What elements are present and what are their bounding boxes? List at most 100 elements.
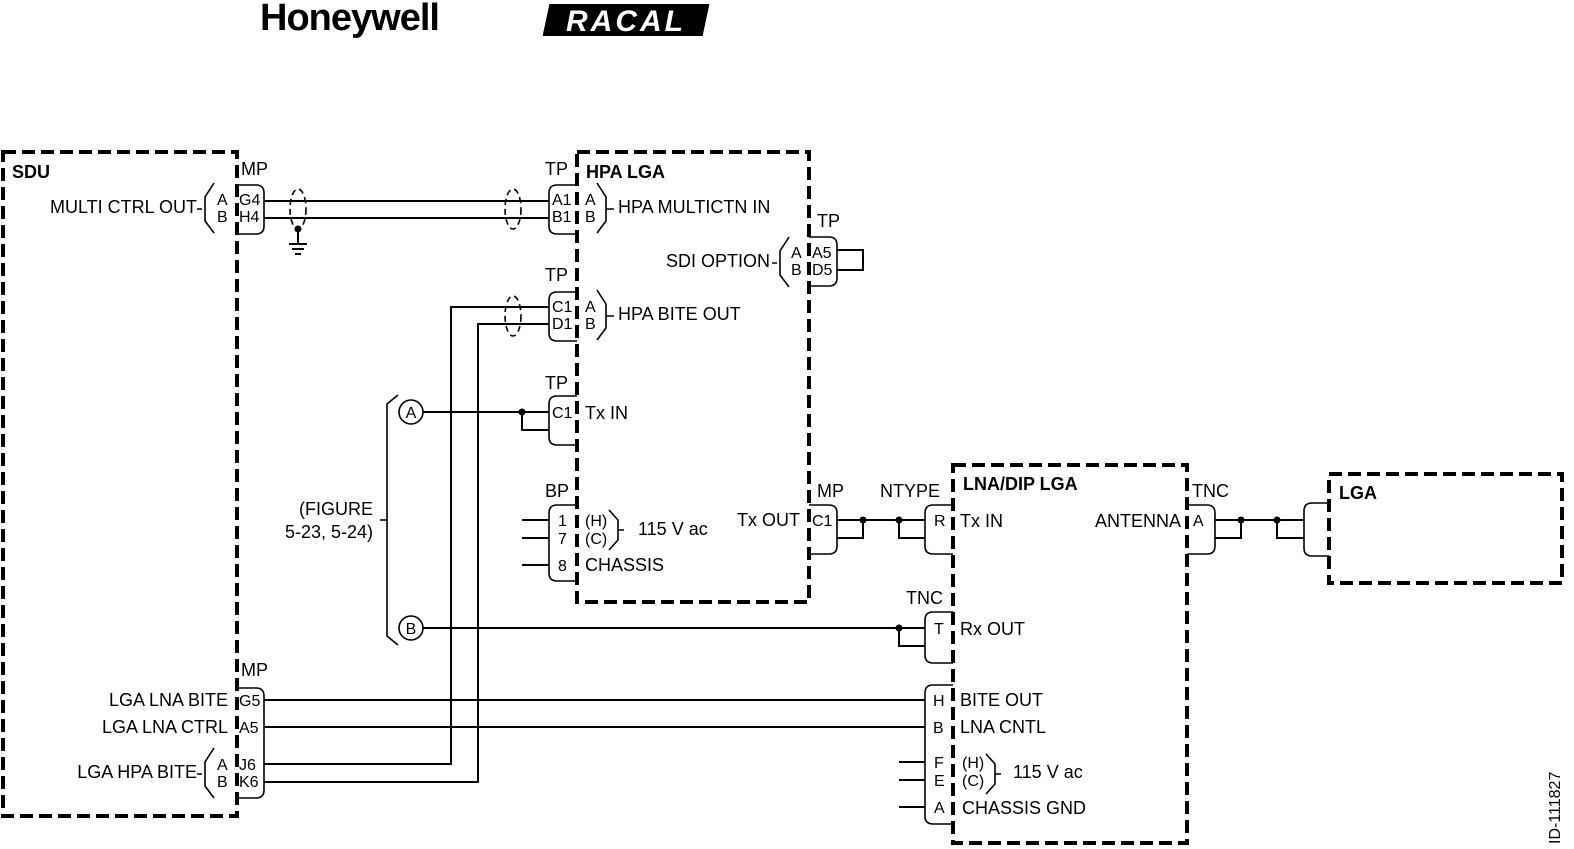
- offpage-b-label: B: [406, 621, 417, 638]
- tx-in-dot: [518, 408, 526, 416]
- honeywell-logo: Honeywell: [260, 0, 439, 39]
- hpa-cold-label: (C): [585, 531, 607, 548]
- sdi-option-bracket: [772, 236, 790, 288]
- lna-pin-h: H: [933, 693, 945, 710]
- hpa-letter-a-2: A: [791, 245, 802, 262]
- hpa-bite-out-label: HPA BITE OUT: [618, 304, 741, 324]
- wire-rx-out-shield: [898, 628, 925, 647]
- sdu-mp-top-connector: [237, 184, 265, 235]
- lga-hpa-bite-bracket: [197, 747, 215, 799]
- hpa-letter-a-3: A: [585, 299, 596, 316]
- hpa-pin-a5: A5: [812, 245, 832, 262]
- hpa-letter-a-1: A: [585, 192, 596, 209]
- sdu-pin-j6: J6: [239, 757, 256, 774]
- sdu-letter-b-1: B: [217, 209, 228, 226]
- hpa-pin-d1: D1: [552, 316, 573, 333]
- offpage-a-label: A: [406, 405, 417, 422]
- hpa-chassis-label: CHASSIS: [585, 555, 664, 575]
- hpa-letter-b-1: B: [585, 209, 596, 226]
- wire-tx-out-shield-2: [898, 520, 925, 539]
- shield-1: [289, 188, 307, 230]
- lga-title: LGA: [1339, 483, 1377, 503]
- hpa-pin-b1: B1: [552, 209, 572, 226]
- lna-ntype-connector: [924, 504, 953, 555]
- lna-tnc-ant-label: TNC: [1192, 481, 1229, 501]
- hpa-tp-sdi-connector: [809, 236, 838, 287]
- document-id: ID-111827: [1547, 772, 1564, 844]
- hpa-pin-c1-txout: C1: [812, 513, 833, 530]
- hpa-letter-b-2: B: [791, 262, 802, 279]
- lna-chassis-gnd-label: CHASSIS GND: [962, 798, 1086, 818]
- hpa-tp-sdi-label: TP: [817, 211, 840, 231]
- racal-logo-text: RACAL: [566, 5, 686, 38]
- hpa-bp-connector: [548, 504, 577, 582]
- sdu-title: SDU: [12, 162, 50, 182]
- lga-box: [1327, 472, 1564, 585]
- hpa-multictn-bracket: [596, 182, 614, 234]
- sdu-pin-g4: G4: [239, 192, 260, 209]
- lga-lna-ctrl-label: LGA LNA CTRL: [102, 717, 228, 737]
- sdu-mp-top-label: MP: [241, 159, 268, 179]
- hpa-pin-c1-bite: C1: [552, 299, 573, 316]
- hpa-pin-a1: A1: [552, 192, 572, 209]
- lna-tnc-rx-label: TNC: [906, 588, 943, 608]
- sdu-letter-b-2: B: [217, 774, 228, 791]
- hpa-tp1-connector: [548, 184, 577, 235]
- shield-2: [504, 188, 522, 230]
- lna-antenna-label: ANTENNA: [1095, 511, 1181, 531]
- antenna-dot-1: [1237, 516, 1245, 524]
- lna-pin-r: R: [934, 513, 946, 530]
- figure-ref-line1: (FIGURE: [299, 499, 373, 519]
- lna-power-bracket: [985, 753, 1001, 795]
- ground-symbol: [289, 243, 307, 255]
- wire-hpa-bite-b: [264, 323, 549, 783]
- racal-logo: RACAL: [542, 4, 710, 38]
- hpa-bp-pin-1: 1: [558, 513, 567, 530]
- hpa-bp-label: BP: [545, 481, 569, 501]
- sdu-mp-bottom-label: MP: [241, 660, 268, 680]
- sdu-pin-h4: H4: [239, 209, 260, 226]
- hpa-letter-b-3: B: [585, 316, 596, 333]
- sdu-box: [1, 150, 239, 818]
- lna-rx-out-label: Rx OUT: [960, 619, 1025, 639]
- antenna-dot-2: [1273, 516, 1281, 524]
- multi-ctrl-bracket: [197, 182, 215, 234]
- hpa-bite-bracket: [596, 289, 614, 341]
- lga-hpa-bite-label: LGA HPA BITE: [77, 762, 197, 782]
- lna-main-connector: [924, 684, 953, 825]
- hpa-mp-txout-connector: [809, 504, 838, 555]
- figure-ref-bracket: [380, 394, 399, 646]
- lna-ntype-label: NTYPE: [880, 481, 940, 501]
- lna-dip-lga-title: LNA/DIP LGA: [963, 474, 1078, 494]
- multi-ctrl-out-label: MULTI CTRL OUT: [50, 197, 197, 217]
- wire-antenna-shield-1: [1215, 520, 1242, 539]
- lna-pin-a: A: [934, 800, 945, 817]
- lna-pin-b: B: [933, 720, 944, 737]
- hpa-multictn-in-label: HPA MULTICTN IN: [618, 197, 770, 217]
- hpa-lga-box: [575, 150, 811, 604]
- hpa-pin-d5: D5: [812, 262, 833, 279]
- sdi-jumper: [837, 249, 864, 271]
- lna-pin-f: F: [934, 755, 944, 772]
- wire-tx-out-shield-1: [837, 520, 864, 539]
- sdu-letter-a-2: A: [217, 757, 228, 774]
- hpa-tx-out-label: Tx OUT: [737, 510, 800, 530]
- hpa-tp-bite-label: TP: [545, 265, 568, 285]
- rx-out-dot: [895, 624, 903, 632]
- sdu-pin-g5: G5: [239, 693, 260, 710]
- lna-pin-t: T: [934, 621, 944, 638]
- hpa-bp-pin-7: 7: [558, 531, 567, 548]
- lna-tx-in-label: Tx IN: [960, 511, 1003, 531]
- lna-power-label: 115 V ac: [1013, 762, 1083, 782]
- hpa-lga-title: HPA LGA: [586, 162, 665, 182]
- hpa-pin-c1-txin: C1: [552, 405, 573, 422]
- lna-dip-lga-box: [951, 463, 1189, 845]
- lna-cntl-label: LNA CNTL: [960, 717, 1046, 737]
- wire-tx-in-shield: [521, 412, 549, 431]
- lna-pin-ant-a: A: [1193, 513, 1204, 530]
- hpa-tp1-label: TP: [545, 159, 568, 179]
- hpa-tx-in-label: Tx IN: [585, 403, 628, 423]
- tx-out-dot-1: [859, 516, 867, 524]
- hpa-tp-txin-label: TP: [545, 373, 568, 393]
- lna-tnc-ant-connector: [1187, 504, 1216, 555]
